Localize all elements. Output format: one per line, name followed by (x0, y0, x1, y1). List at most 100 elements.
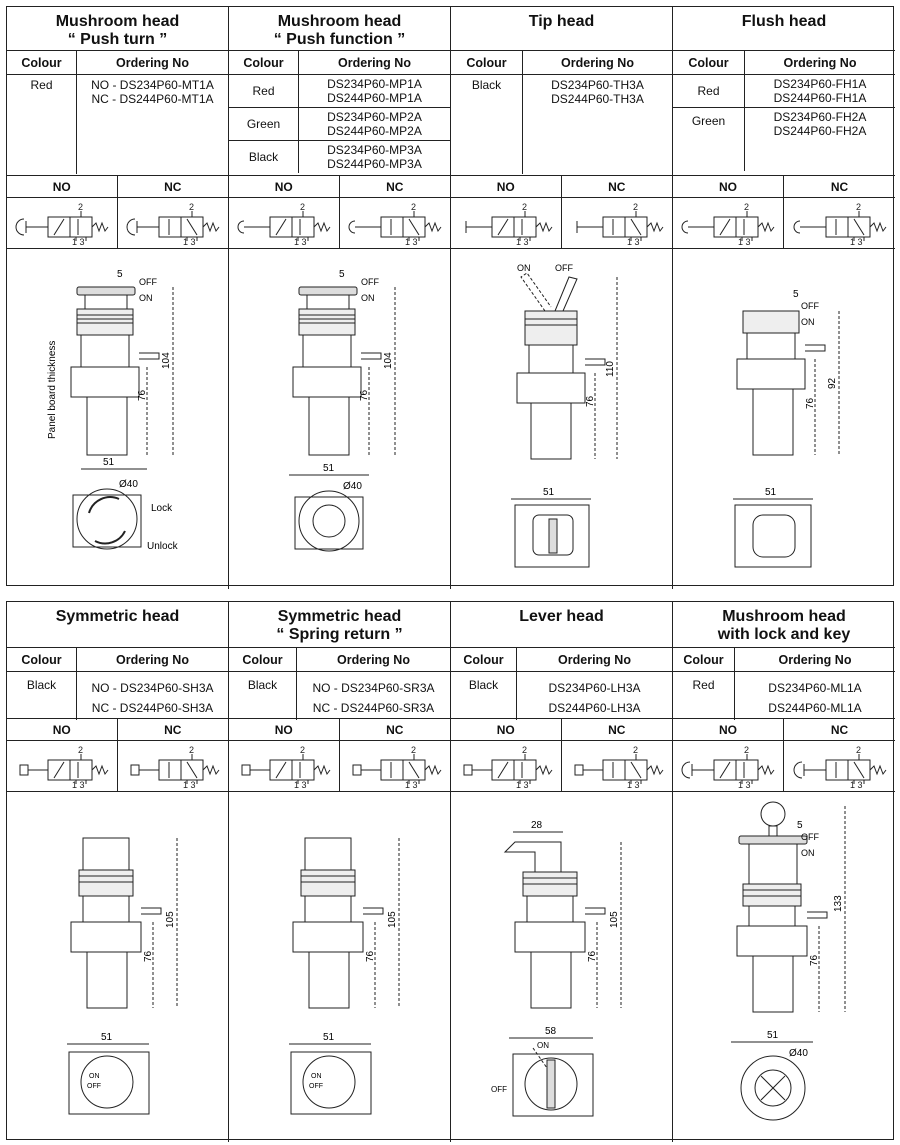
body-height-dim: 76 (585, 395, 596, 407)
column-flush-head: Flush head Colour Ordering No Red DS234P… (673, 7, 895, 589)
dimension-drawing: 5 OFF ON 104 76 51 Ø40 Panel board thick… (7, 249, 228, 589)
dimension-drawing: 28 105 76 58 ON OFF (451, 792, 672, 1142)
colour-value: Black (451, 672, 517, 720)
ordering-header: Ordering No (299, 51, 450, 75)
svg-text:1 3: 1 3 (516, 237, 529, 245)
dimension-drawing: 5 OFF ON 92 76 51 (673, 249, 895, 589)
lock-label: Lock (151, 503, 173, 514)
ordering-table: Colour Ordering No Red NO - DS234P60-MT1… (7, 51, 228, 176)
svg-text:1 3: 1 3 (627, 780, 640, 788)
nc-label: NC (561, 719, 672, 741)
spring-return-drawing: 105 76 51 ON OFF (289, 837, 400, 1115)
svg-text:1 3: 1 3 (294, 237, 307, 245)
height-dim: 105 (387, 911, 398, 928)
svg-text:2: 2 (744, 745, 749, 755)
svg-text:2: 2 (189, 202, 194, 212)
ordering-header: Ordering No (523, 51, 672, 75)
svg-text:1 3: 1 3 (738, 780, 751, 788)
dimension-drawing: 5 OFF ON 104 76 51 Ø40 (229, 249, 450, 589)
svg-text:1 3: 1 3 (294, 780, 307, 788)
svg-text:2: 2 (300, 202, 305, 212)
colour-header: Colour (229, 51, 299, 75)
body-height-dim: 76 (359, 389, 370, 401)
nc-label: NC (784, 719, 895, 741)
svg-text:1 3: 1 3 (516, 780, 529, 788)
svg-text:2: 2 (744, 202, 749, 212)
dimension-drawing: 105 76 51 ON OFF (229, 792, 450, 1142)
off-label: OFF (801, 301, 819, 311)
colour-value: Black (229, 141, 299, 173)
height-dim: 104 (161, 352, 172, 369)
column-title: Flush head (673, 7, 895, 51)
width-dim: 51 (103, 457, 115, 468)
stroke-dim: 5 (117, 269, 123, 280)
on-label: ON (517, 263, 531, 273)
column-mushroom-push-turn: Mushroom head“ Push turn ” Colour Orderi… (7, 7, 229, 589)
no-symbol: 2 1 3 (451, 198, 562, 248)
tip-head-drawing: ON OFF 110 76 51 (511, 263, 618, 568)
stroke-dim: 5 (797, 820, 803, 831)
body-height-dim: 76 (587, 950, 598, 962)
no-label: NO (451, 176, 562, 198)
column-mushroom-push-function: Mushroom head“ Push function ” Colour Or… (229, 7, 451, 589)
width-dim: 51 (101, 1032, 113, 1043)
no-label: NO (229, 719, 340, 741)
colour-value: Red (7, 75, 77, 174)
on-label: ON (801, 848, 815, 858)
nc-label: NC (784, 176, 895, 198)
circuit-symbols: NO NC 2 1 3 2 1 3 (451, 176, 672, 249)
svg-text:2: 2 (856, 202, 861, 212)
colour-header: Colour (673, 51, 745, 75)
width-dim: 51 (543, 487, 555, 498)
ordering-header: Ordering No (735, 648, 895, 672)
off-label: OFF (139, 277, 157, 287)
top-panel: Mushroom head“ Push turn ” Colour Orderi… (6, 6, 895, 589)
height-dim: 105 (609, 911, 620, 928)
panel-thickness-label: Panel board thickness (47, 341, 58, 439)
lock-key-drawing: 5 OFF ON 133 76 51 Ø40 (731, 801, 846, 1121)
off-label: OFF (361, 277, 379, 287)
svg-text:2: 2 (411, 745, 416, 755)
dimension-drawing: ON OFF 110 76 51 (451, 249, 672, 589)
column-symmetric-head: Symmetric head Colour Ordering No Black … (7, 602, 229, 1142)
colour-header: Colour (7, 51, 77, 75)
colour-value: Red (673, 672, 735, 720)
colour-value: Black (451, 75, 523, 174)
svg-text:1 3: 1 3 (72, 780, 85, 788)
colour-value: Red (229, 75, 299, 107)
svg-text:1 3: 1 3 (405, 780, 418, 788)
ordering-header: Ordering No (297, 648, 450, 672)
diameter-dim: Ø40 (119, 479, 138, 490)
dimension-drawing: 105 76 51 ON OFF (7, 792, 228, 1142)
svg-text:1 3: 1 3 (850, 780, 863, 788)
height-dim: 105 (165, 911, 176, 928)
nc-label: NC (561, 176, 672, 198)
colour-value: Green (229, 108, 299, 140)
body-height-dim: 76 (143, 950, 154, 962)
body-height-dim: 76 (809, 954, 820, 966)
no-label: NO (7, 719, 118, 741)
off-label: OFF (555, 263, 573, 273)
svg-text:1 3: 1 3 (183, 237, 196, 245)
svg-text:2: 2 (522, 202, 527, 212)
width-dim: 58 (545, 1026, 557, 1037)
column-title: Symmetric head (7, 602, 228, 648)
